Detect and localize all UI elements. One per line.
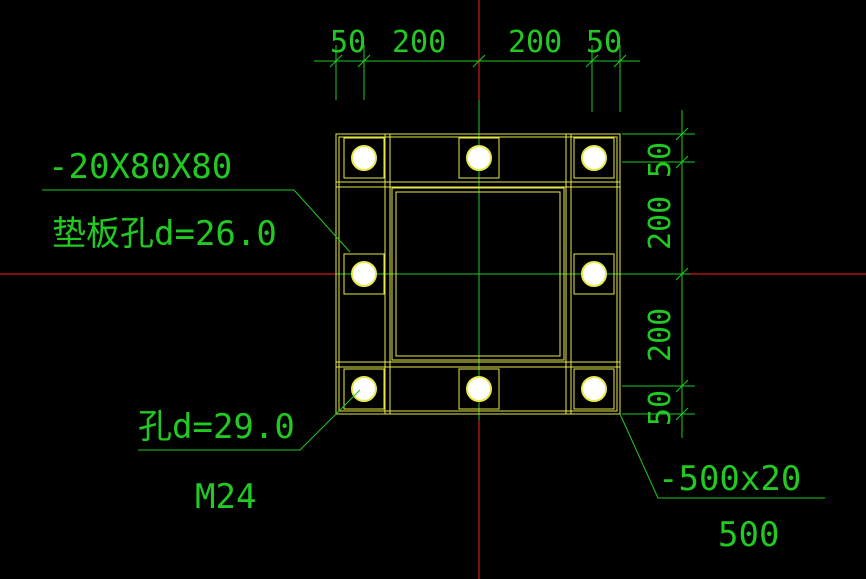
- column-section: [391, 187, 565, 361]
- bolt-hole-7: [466, 376, 492, 402]
- washer-plate-8: [573, 368, 615, 410]
- top-dim-4: 50: [586, 25, 622, 60]
- washer-plate-5: [573, 253, 615, 295]
- top-dim-2: 200: [392, 25, 446, 60]
- bolt-spec-label: M24: [195, 477, 256, 517]
- bolt-hole-1: [351, 145, 377, 171]
- washer-plate-7: [458, 368, 500, 410]
- washer-plate-3: [573, 137, 615, 179]
- washer-plate-2: [458, 137, 500, 179]
- right-dimension: [622, 110, 695, 438]
- washer-size-label: -20X80X80: [48, 147, 232, 187]
- bolt-hole-5: [581, 261, 607, 287]
- right-dim-3: 200: [643, 308, 678, 362]
- bolt-hole-label: 孔d=29.0: [138, 407, 295, 447]
- top-dim-3: 200: [508, 25, 562, 60]
- leader-lines: [42, 189, 825, 499]
- washer-plate-1: [343, 137, 385, 179]
- right-dim-1: 50: [643, 142, 678, 178]
- bolt-hole-8: [581, 376, 607, 402]
- bolt-hole-6: [351, 376, 377, 402]
- right-dim-2: 200: [643, 196, 678, 250]
- top-dim-1: 50: [330, 25, 366, 60]
- bolt-hole-2: [466, 145, 492, 171]
- top-dimension: [314, 45, 640, 112]
- bolt-hole-3: [581, 145, 607, 171]
- bolt-hole-4: [351, 261, 377, 287]
- base-plate: [335, 133, 621, 415]
- washer-plate-6: [343, 368, 385, 410]
- plate-width-label: 500: [718, 515, 779, 555]
- plate-size-label: -500x20: [658, 459, 801, 499]
- anchor-bolts: [343, 137, 615, 410]
- washer-plate-4: [343, 253, 385, 295]
- right-dim-4: 50: [643, 390, 678, 426]
- washer-hole-label: 垫板孔d=26.0: [52, 214, 277, 254]
